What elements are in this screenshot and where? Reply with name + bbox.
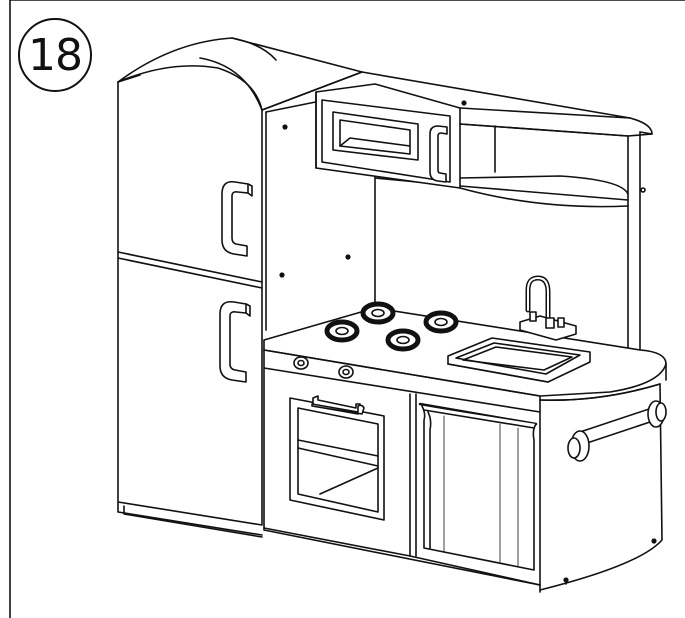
- stove-burners: [324, 301, 459, 352]
- oven-door: [289, 395, 385, 521]
- right-side-panel: [539, 383, 667, 593]
- faucet: [519, 275, 577, 341]
- sink: [447, 337, 591, 383]
- refrigerator: [117, 37, 363, 536]
- oven-knob-right: [338, 365, 354, 379]
- microwave: [315, 83, 461, 189]
- step-number-circle: [18, 18, 92, 92]
- step-number: 18: [28, 29, 83, 81]
- oven-knob-left: [293, 356, 309, 370]
- lower-cabinet: [263, 349, 541, 586]
- base: [123, 505, 263, 538]
- side-shelf: [459, 107, 653, 351]
- curtain: [418, 402, 538, 571]
